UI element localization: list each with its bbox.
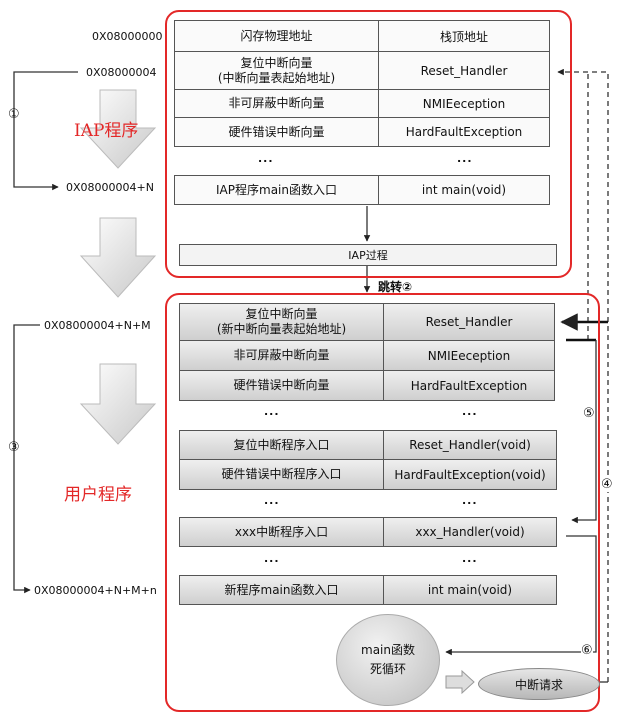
user-hardfault-handler: HardFaultException (410, 378, 528, 393)
iap-header-row: 闪存物理地址 栈顶地址 (174, 20, 550, 52)
main-loop-circle: main函数 死循环 (336, 614, 440, 706)
ellipsis: ... (258, 152, 274, 165)
iap-program-title: IAP程序 (74, 121, 139, 141)
user-main-row: 新程序main函数入口 int main(void) (179, 575, 557, 605)
jump-label: 跳转② (378, 280, 413, 294)
iap-region-box (165, 10, 572, 278)
user-reset-handler: Reset_Handler (425, 315, 513, 329)
address-0x08000004-n-m-n: 0X08000004+N+M+n (34, 584, 157, 597)
iap-process-box: IAP过程 (179, 244, 557, 266)
user-entry-row: 复位中断程序入口 Reset_Handler(void) (179, 430, 557, 460)
big-down-arrow-1 (79, 89, 157, 169)
marker-4: ④ (601, 477, 613, 492)
iap-nmi-vector-label: 非可屏蔽中断向量 (175, 90, 379, 117)
iap-header-stack-top: 栈顶地址 (439, 29, 488, 44)
user-reset-entry-label: 复位中断程序入口 (180, 431, 384, 459)
user-hardfault-entry-label: 硬件错误中断程序入口 (180, 460, 384, 489)
ellipsis: ... (457, 152, 473, 165)
user-vector-row: 复位中断向量 (新中断向量表起始地址) Reset_Handler (179, 303, 555, 341)
ellipsis: ... (462, 494, 478, 507)
iap-hardfault-vector-label: 硬件错误中断向量 (175, 118, 379, 146)
user-xxx-row: xxx中断程序入口 xxx_Handler(void) (179, 517, 557, 547)
marker-5: ⑤ (583, 406, 595, 421)
ellipsis: ... (462, 405, 478, 418)
iap-hardfault-handler: HardFaultException (405, 125, 523, 139)
iap-vector-row: 复位中断向量 (中断向量表起始地址) Reset_Handler (174, 52, 550, 90)
main-loop-line1: main函数 (361, 642, 415, 657)
address-0x08000004: 0X08000004 (86, 66, 157, 79)
bracket-1-line (13, 71, 78, 191)
iap-reset-vector-label: 复位中断向量 (中断向量表起始地址) (175, 52, 379, 89)
dashed-path-4 (557, 68, 609, 682)
user-xxx-entry-label: xxx中断程序入口 (180, 518, 384, 546)
user-hardfault-entry-function: HardFaultException(void) (394, 467, 546, 482)
interrupt-request: 中断请求 (478, 668, 600, 700)
user-hardfault-vector-label: 硬件错误中断向量 (180, 371, 384, 400)
bracket-3-line (13, 324, 40, 594)
user-entry-row: 硬件错误中断程序入口 HardFaultException(void) (179, 460, 557, 490)
iap-header-flash-address: 闪存物理地址 (175, 21, 379, 51)
big-down-arrow-2 (79, 217, 157, 298)
user-region-box (165, 293, 600, 712)
marker-1: ① (8, 107, 20, 122)
address-0x08000004-n: 0X08000004+N (66, 181, 154, 194)
address-0x08000004-n-m: 0X08000004+N+M (44, 319, 151, 332)
address-0x08000000: 0X08000000 (92, 30, 163, 43)
ellipsis: ... (264, 494, 280, 507)
iap-main-row: IAP程序main函数入口 int main(void) (174, 175, 550, 205)
iap-vector-row: 硬件错误中断向量 HardFaultException (174, 118, 550, 147)
ellipsis: ... (264, 552, 280, 565)
user-reset-vector-label: 复位中断向量 (新中断向量表起始地址) (180, 304, 384, 340)
user-nmi-handler: NMIEeception (427, 348, 511, 363)
iap-vector-row: 非可屏蔽中断向量 NMIEeception (174, 90, 550, 118)
ellipsis: ... (462, 552, 478, 565)
ellipsis: ... (264, 405, 280, 418)
big-down-arrow-3 (79, 363, 157, 445)
user-vector-row: 非可屏蔽中断向量 NMIEeception (179, 341, 555, 371)
iap-main-function: int main(void) (421, 183, 507, 197)
marker-6: ⑥ (581, 643, 593, 658)
user-reset-entry-function: Reset_Handler(void) (409, 438, 531, 452)
line-5-down (571, 340, 597, 524)
user-nmi-vector-label: 非可屏蔽中断向量 (180, 341, 384, 370)
user-main-function: int main(void) (427, 583, 513, 597)
user-xxx-handler: xxx_Handler(void) (415, 525, 525, 539)
user-main-entry-label: 新程序main函数入口 (180, 576, 384, 604)
main-loop-line2: 死循环 (369, 662, 406, 676)
marker-3: ③ (8, 440, 20, 455)
user-program-title: 用户程序 (64, 485, 132, 505)
line-6-return (445, 535, 597, 656)
small-right-arrow (445, 669, 475, 695)
iap-main-entry-label: IAP程序main函数入口 (175, 176, 379, 204)
iap-reset-handler: Reset_Handler (420, 63, 508, 78)
user-vector-row: 硬件错误中断向量 HardFaultException (179, 371, 555, 401)
iap-nmi-handler: NMIEeception (422, 96, 506, 111)
